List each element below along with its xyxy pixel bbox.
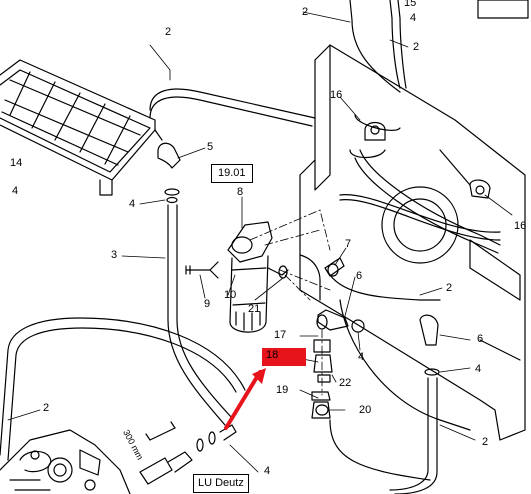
callout-6-right: 6	[477, 333, 484, 345]
callout-4-left: 4	[12, 185, 19, 197]
engine-label: LU Deutz	[193, 474, 249, 493]
callout-4-center: 4	[358, 351, 365, 363]
callout-20: 20	[359, 404, 372, 416]
hose-2-left	[0, 317, 246, 456]
callout-16-right: 16	[514, 220, 527, 232]
callout-7: 7	[345, 238, 352, 250]
callout-16-mid: 16	[330, 89, 343, 101]
callout-6-mid: 6	[356, 270, 363, 282]
callout-10: 10	[224, 289, 237, 301]
short-hose-300mm	[139, 421, 237, 485]
callout-2-bottom-right: 2	[482, 436, 489, 448]
callout-2-left-bottom: 2	[43, 402, 50, 414]
callout-9: 9	[204, 298, 211, 310]
highlight-label-18: 18	[262, 348, 306, 366]
callout-5: 5	[207, 141, 214, 153]
callout-4-bottom: 4	[264, 465, 271, 477]
callout-2-top: 2	[302, 6, 309, 18]
callout-21: 21	[248, 303, 261, 315]
callout-2-right-top: 2	[413, 41, 420, 53]
callout-3: 3	[111, 249, 118, 261]
tee-fitting-stack	[311, 309, 365, 419]
callout-2-right-mid: 2	[446, 282, 453, 294]
oil-cooler	[0, 59, 163, 196]
hose-3	[167, 204, 226, 426]
callout-14: 14	[10, 157, 23, 169]
mounting-plate	[299, 44, 526, 441]
highlight-arrow	[224, 368, 266, 430]
callout-15: 15	[404, 0, 417, 9]
hose-2-right	[359, 149, 501, 246]
fuel-filter-assembly	[185, 221, 289, 333]
reference-box: 19.01	[211, 164, 253, 183]
callout-8: 8	[237, 186, 244, 198]
hose-2-upper	[149, 88, 316, 119]
callout-4-right: 4	[475, 363, 482, 375]
callout-19: 19	[276, 384, 289, 396]
callout-22: 22	[339, 377, 352, 389]
callout-4-top: 4	[410, 12, 417, 24]
callout-17: 17	[274, 329, 287, 341]
callout-2-left-top: 2	[165, 26, 172, 38]
callout-4-mid: 4	[129, 198, 136, 210]
deutz-engine	[0, 429, 131, 494]
